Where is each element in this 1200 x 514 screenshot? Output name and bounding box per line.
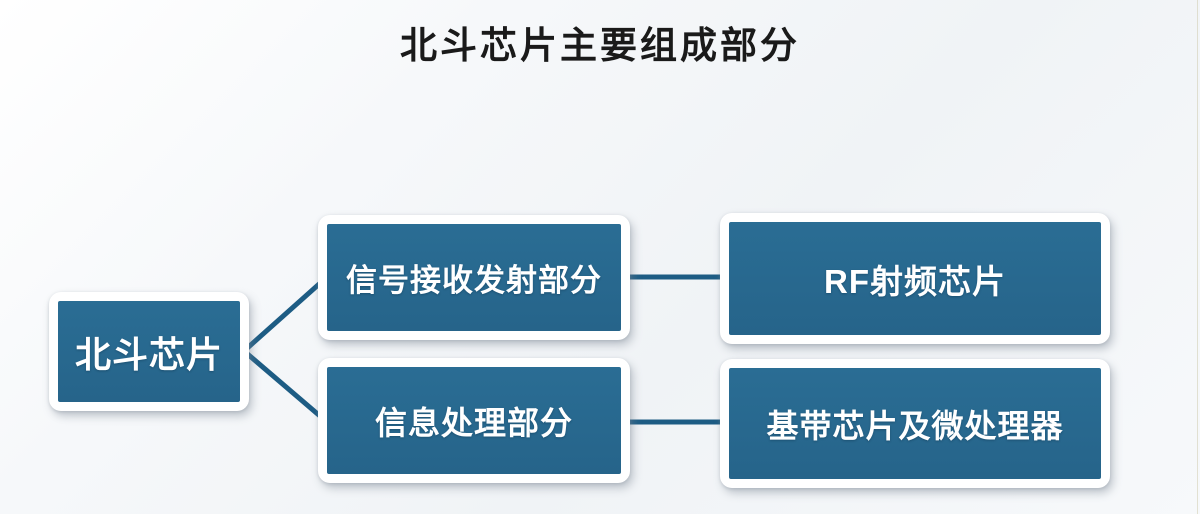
node-rf-chip-label: RF射频芯片 <box>824 262 1006 300</box>
node-info-processing-label: 信息处理部分 <box>374 404 573 441</box>
node-info-processing: 信息处理部分 <box>318 358 630 483</box>
node-signal-transceiver-label: 信号接收发射部分 <box>346 263 602 298</box>
node-beidou-chip: 北斗芯片 <box>49 292 249 411</box>
node-signal-transceiver-body: 信号接收发射部分 <box>327 224 621 331</box>
edge-root-branches <box>240 273 331 426</box>
node-beidou-chip-body: 北斗芯片 <box>58 301 240 402</box>
node-signal-transceiver: 信号接收发射部分 <box>318 215 630 340</box>
node-baseband-chip-body: 基带芯片及微处理器 <box>729 368 1101 479</box>
node-beidou-chip-label: 北斗芯片 <box>74 333 223 375</box>
node-rf-chip: RF射频芯片 <box>720 213 1110 344</box>
node-rf-chip-body: RF射频芯片 <box>729 222 1101 335</box>
diagram-title: 北斗芯片主要组成部分 <box>400 26 800 67</box>
node-baseband-chip: 基带芯片及微处理器 <box>720 359 1110 488</box>
node-info-processing-body: 信息处理部分 <box>327 367 621 474</box>
node-baseband-chip-label: 基带芯片及微处理器 <box>766 407 1064 444</box>
